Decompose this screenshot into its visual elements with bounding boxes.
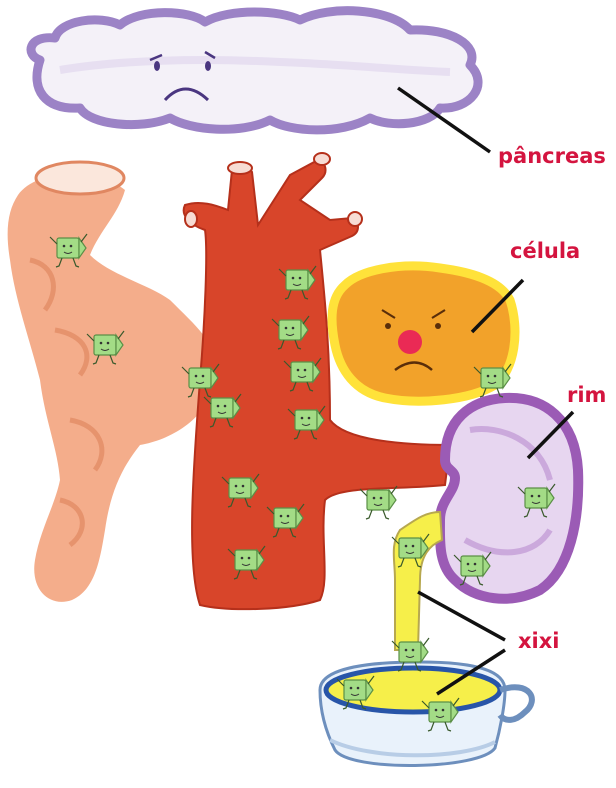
glucose-character xyxy=(360,486,397,519)
label-urine: xixi xyxy=(518,629,560,653)
label-cell: célula xyxy=(510,239,580,263)
chamber-pot xyxy=(320,662,532,766)
label-kidney: rim xyxy=(567,383,606,407)
ureter xyxy=(394,512,442,650)
label-pancreas: pâncreas xyxy=(498,144,606,168)
pancreas-cloud xyxy=(31,11,478,130)
intestine xyxy=(8,162,218,602)
